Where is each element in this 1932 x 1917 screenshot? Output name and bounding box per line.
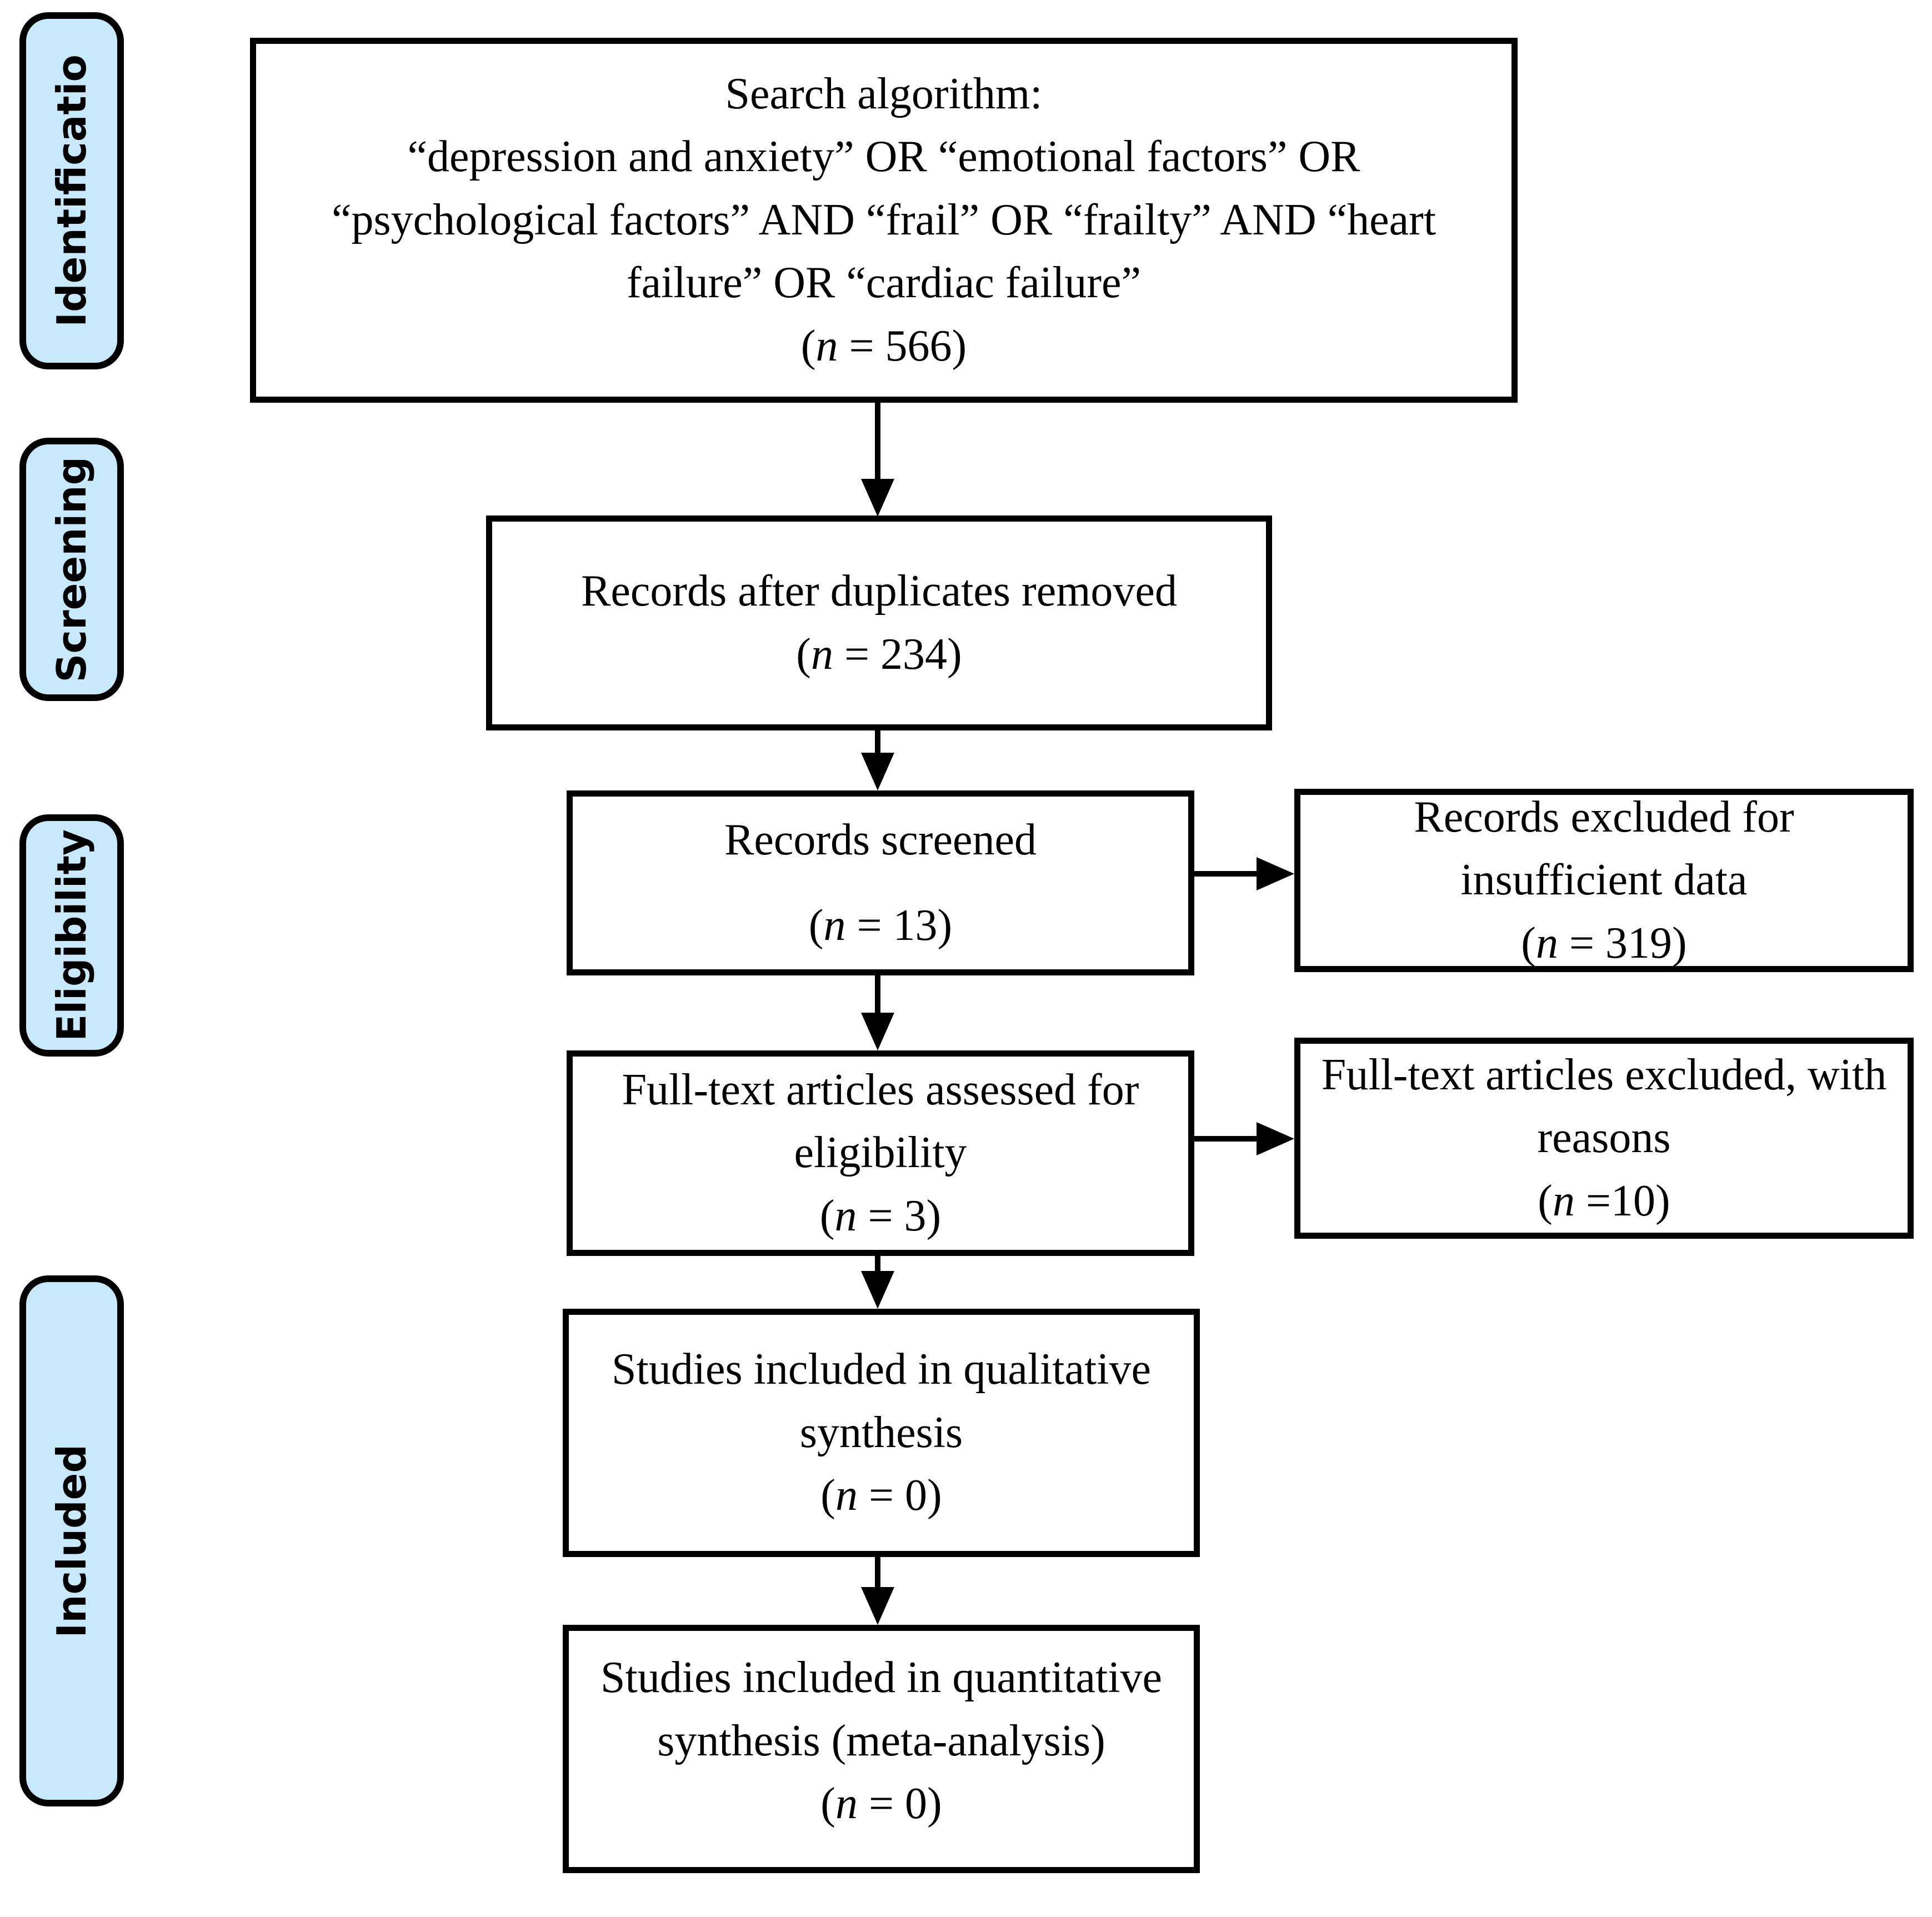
box-fulltext-excluded-line1: Full-text articles excluded, with: [1321, 1050, 1887, 1099]
stage-label-eligibility-text: Eligibility: [48, 829, 95, 1042]
stage-label-identification-text: Identificatio: [48, 54, 95, 327]
box-records-after-duplicates-line1: Records after duplicates removed: [581, 566, 1177, 615]
arrow-down-2-head: [861, 753, 894, 790]
arrow-down-4-head: [861, 1271, 894, 1309]
box-records-after-duplicates: Records after duplicates removed (n = 23…: [486, 515, 1272, 730]
arrow-down-5-line: [875, 1557, 880, 1590]
box-quantitative-synthesis-line1: Studies included in quantitative: [600, 1653, 1162, 1702]
box-fulltext-excluded-count: (n =10): [1538, 1176, 1670, 1225]
box-qualitative-synthesis-line1: Studies included in qualitative: [612, 1345, 1151, 1394]
box-records-screened-count: (n = 13): [808, 900, 953, 950]
box-fulltext-assessed-count: (n = 3): [819, 1191, 942, 1240]
box-fulltext-excluded-line2: reasons: [1537, 1113, 1671, 1163]
stage-label-screening-text: Screening: [48, 456, 95, 683]
box-records-excluded-line2: insufficient data: [1460, 855, 1748, 905]
arrow-right-1-head: [1257, 857, 1294, 890]
box-search-algorithm-line1: Search algorithm:: [725, 69, 1043, 118]
arrow-down-1-line: [875, 403, 880, 480]
arrow-right-2-line: [1194, 1136, 1262, 1142]
stage-label-included: Included: [19, 1275, 124, 1806]
box-search-algorithm-count: (n = 566): [800, 321, 967, 371]
arrow-down-3-line: [875, 975, 880, 1017]
arrow-down-3-head: [861, 1013, 894, 1050]
box-quantitative-synthesis-count: (n = 0): [820, 1779, 942, 1829]
box-fulltext-assessed: Full-text articles assessed for eligibil…: [567, 1050, 1194, 1256]
stage-label-screening: Screening: [19, 438, 124, 701]
box-fulltext-assessed-line2: eligibility: [794, 1128, 967, 1178]
arrow-down-1-head: [861, 479, 894, 517]
arrow-right-2-head: [1257, 1122, 1294, 1155]
arrow-right-1-line: [1194, 871, 1262, 877]
box-qualitative-synthesis-count: (n = 0): [820, 1471, 942, 1520]
box-search-algorithm-line4: failure” OR “cardiac failure”: [626, 258, 1142, 308]
box-records-after-duplicates-count: (n = 234): [796, 629, 962, 679]
box-quantitative-synthesis-line2: synthesis (meta-analysis): [657, 1716, 1105, 1765]
stage-label-eligibility: Eligibility: [19, 814, 124, 1057]
box-search-algorithm: Search algorithm: “depression and anxiet…: [250, 38, 1518, 403]
box-qualitative-synthesis-line2: synthesis: [799, 1408, 963, 1457]
box-records-excluded-count: (n = 319): [1521, 918, 1687, 968]
box-fulltext-excluded: Full-text articles excluded, with reason…: [1294, 1038, 1914, 1239]
box-search-algorithm-line2: “depression and anxiety” OR “emotional f…: [407, 132, 1360, 182]
box-search-algorithm-line3: “psychological factors” AND “frail” OR “…: [331, 195, 1437, 244]
arrow-down-2-line: [875, 730, 880, 758]
box-records-screened: Records screened (n = 13): [567, 790, 1194, 975]
box-records-excluded-line1: Records excluded for: [1414, 792, 1794, 842]
box-quantitative-synthesis: Studies included in quantitative synthes…: [563, 1625, 1200, 1873]
arrow-down-5-head: [861, 1587, 894, 1625]
box-fulltext-assessed-line1: Full-text articles assessed for: [622, 1065, 1139, 1114]
stage-label-included-text: Included: [48, 1444, 95, 1638]
stage-label-identification: Identificatio: [19, 12, 124, 369]
arrow-down-4-line: [875, 1256, 880, 1275]
box-qualitative-synthesis: Studies included in qualitative synthesi…: [563, 1309, 1200, 1557]
box-records-excluded: Records excluded for insufficient data (…: [1294, 789, 1914, 972]
box-records-screened-line1: Records screened: [724, 815, 1037, 864]
